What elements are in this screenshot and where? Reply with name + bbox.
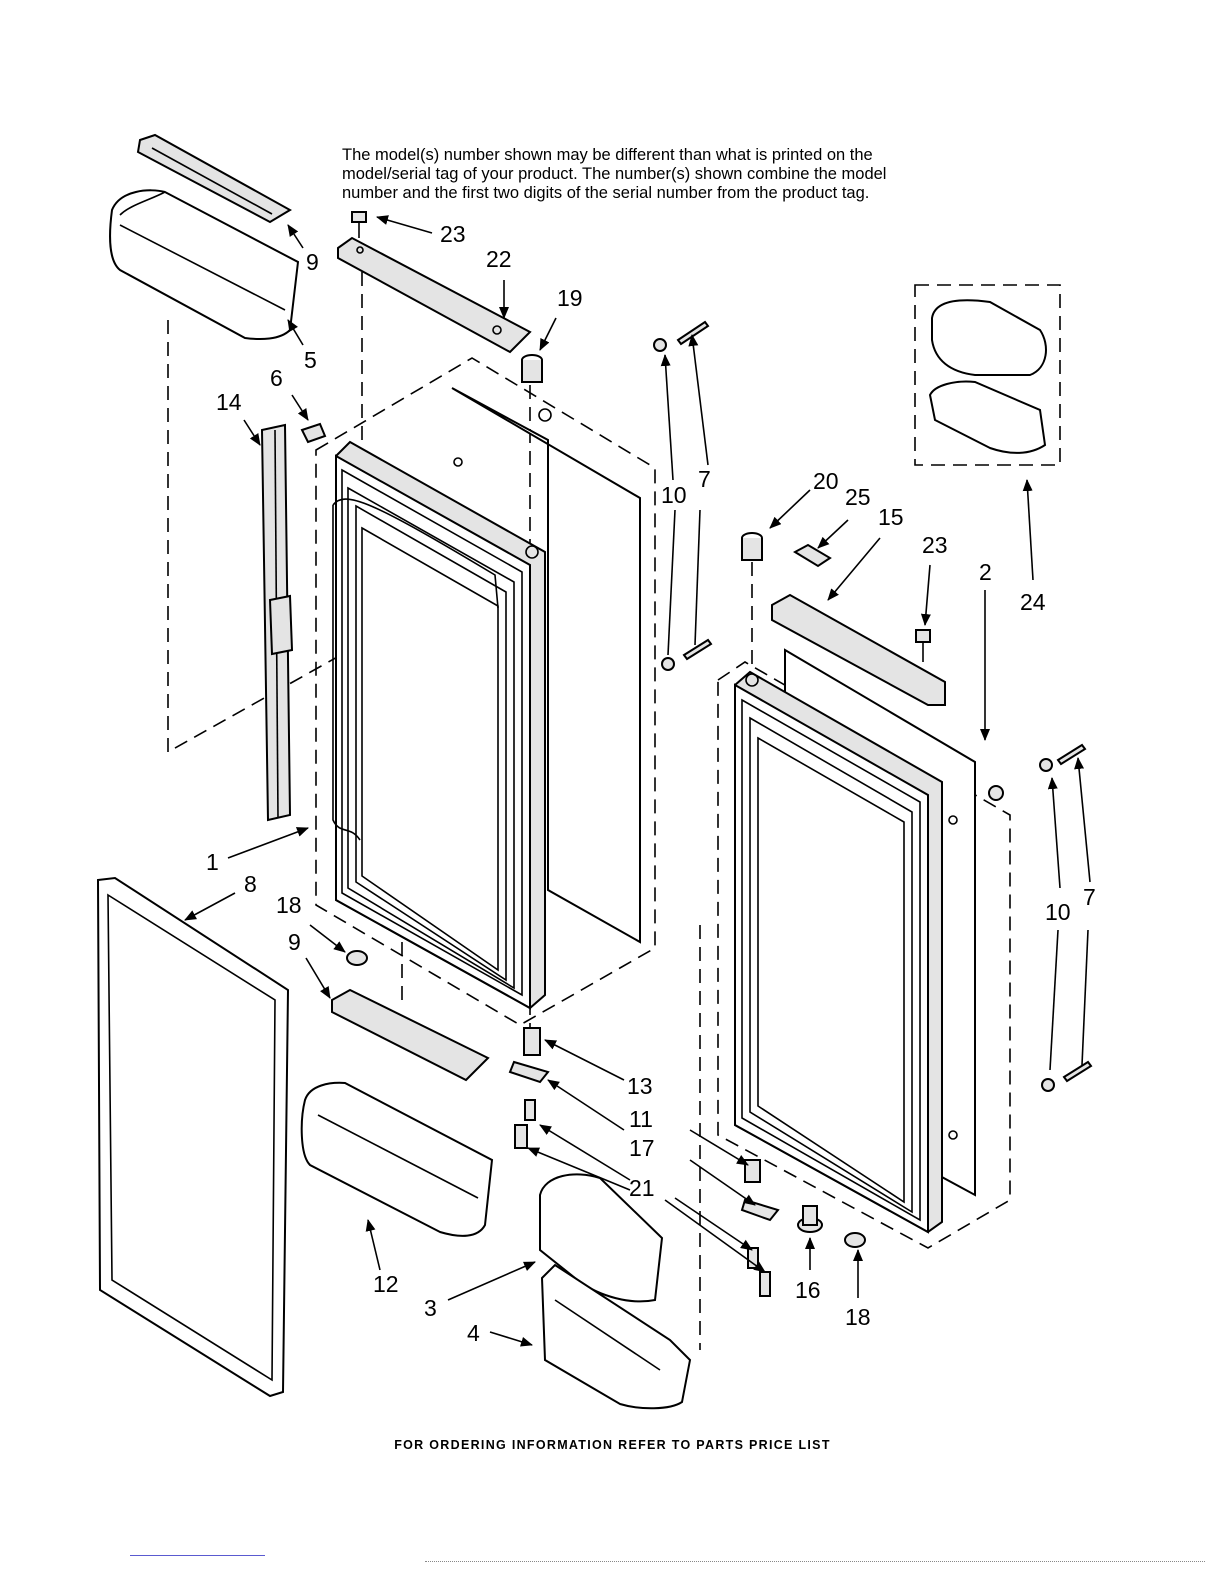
screw-23-right: [915, 629, 931, 662]
screw-23-top: [351, 211, 367, 238]
washer-18-left: [346, 950, 368, 966]
note-line-3: number and the first two digits of the s…: [342, 184, 870, 202]
callout-16: 16: [795, 1277, 821, 1303]
callout-13: 13: [627, 1073, 653, 1099]
callout-2: 2: [979, 559, 992, 585]
callout-10-left: 10: [661, 482, 687, 508]
door-bin-cover-9-lower: [331, 988, 490, 1082]
callout-18-left: 18: [276, 892, 302, 918]
callout-3: 3: [424, 1295, 437, 1321]
callout-15: 15: [878, 504, 904, 530]
screws-21-left: [514, 1099, 536, 1149]
right-door-outline: [699, 562, 1011, 1350]
screws-10-7-left-door: [653, 320, 713, 671]
callout-4: 4: [467, 1320, 480, 1346]
callout-9-lower: 9: [288, 929, 301, 955]
callout-labels: 23 9 22 19 5 6 14 10 7 20 25 15 23 2 24 …: [206, 221, 1096, 1346]
screws-21-right: [747, 1247, 771, 1297]
door-bin-5: [109, 189, 300, 340]
callout-23-right: 23: [922, 532, 948, 558]
screws-10-7-right-door: [988, 743, 1093, 1092]
pin-6: [300, 422, 327, 444]
callout-24: 24: [1020, 589, 1046, 615]
callout-20: 20: [813, 468, 839, 494]
leader-lines: [184, 215, 1091, 1347]
callout-6: 6: [270, 365, 283, 391]
right-door: [734, 670, 943, 1234]
handle-14: [260, 423, 294, 822]
cover-25: [792, 543, 832, 568]
bushing-19: [521, 354, 552, 422]
callout-22: 22: [486, 246, 512, 272]
roller-16: [797, 1205, 823, 1233]
hinge-pin-13: [523, 1027, 541, 1056]
door-bin-cover-9-top: [136, 133, 292, 224]
note-line-1: The model(s) number shown may be differe…: [342, 146, 873, 164]
hinge-bracket-17-right: [740, 1198, 780, 1222]
bottom-rule: [130, 1555, 265, 1556]
butter-compartment-24: [914, 284, 1061, 466]
left-door-liner: [451, 387, 641, 944]
left-door: [332, 440, 546, 1010]
callout-19: 19: [557, 285, 583, 311]
washer-18-right: [844, 1232, 866, 1248]
hinge-bracket-17-left: [508, 1060, 550, 1084]
bushing-20: [741, 532, 763, 561]
top-hinge-cover-15: [771, 593, 946, 706]
top-hinge-cover-22: [337, 236, 532, 354]
callout-21: 21: [629, 1175, 655, 1201]
callout-17: 17: [629, 1135, 655, 1161]
callout-18-right: 18: [845, 1304, 871, 1330]
hinge-pin-11: [744, 1159, 761, 1183]
note-line-2: model/serial tag of your product. The nu…: [342, 165, 887, 183]
callout-5: 5: [304, 347, 317, 373]
callout-14: 14: [216, 389, 242, 415]
callout-12: 12: [373, 1271, 399, 1297]
callout-1: 1: [206, 849, 219, 875]
callout-10-right: 10: [1045, 899, 1071, 925]
ordering-info-footer: FOR ORDERING INFORMATION REFER TO PARTS …: [394, 1438, 831, 1452]
model-number-note: The model(s) number shown may be differe…: [342, 146, 982, 203]
callout-8: 8: [244, 871, 257, 897]
callout-11: 11: [629, 1106, 653, 1132]
callout-7-right: 7: [1083, 884, 1096, 910]
bottom-dotted-rule: [425, 1561, 1205, 1562]
dairy-bin-4: [540, 1263, 692, 1410]
door-bin-12: [300, 1081, 494, 1237]
door-gasket-8: [96, 876, 290, 1398]
callout-9-top: 9: [306, 249, 319, 275]
callout-23-top: 23: [440, 221, 466, 247]
callout-7-left: 7: [698, 466, 711, 492]
callout-25: 25: [845, 484, 871, 510]
